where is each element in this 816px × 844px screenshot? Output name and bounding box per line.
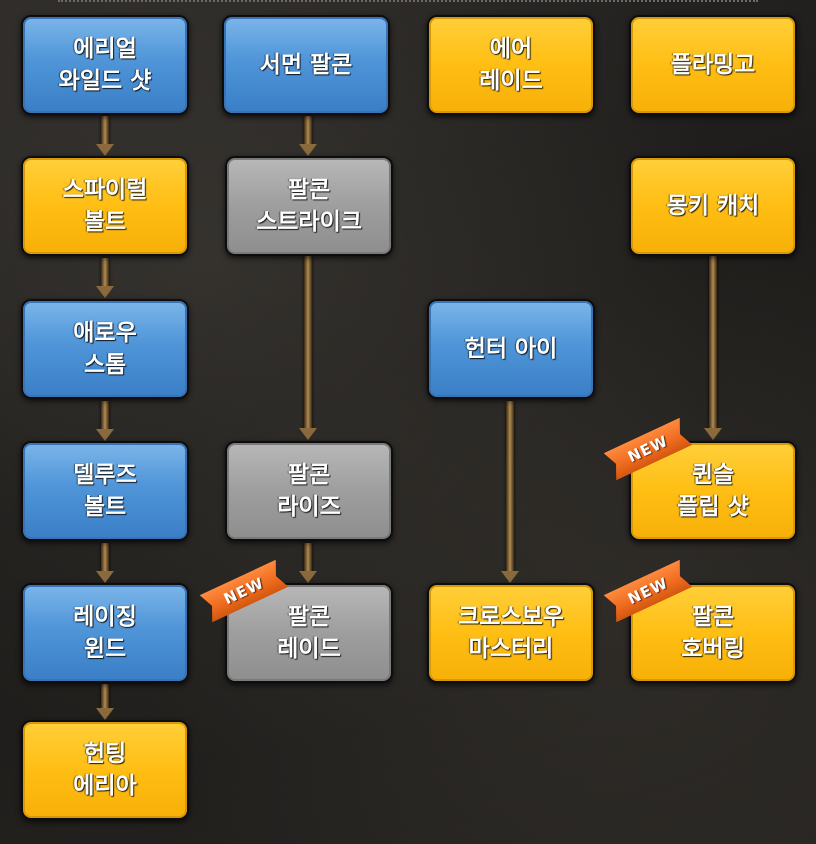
arrow-c1-2-3 bbox=[96, 258, 114, 298]
new-badge: NEW bbox=[600, 420, 696, 480]
skill-node[interactable]: 애로우 스톰 bbox=[21, 299, 189, 399]
skill-node[interactable]: 헌터 아이 bbox=[427, 299, 595, 399]
arrow-c3-2-3 bbox=[501, 401, 519, 583]
skill-node[interactable]: 헌팅 에리아 bbox=[21, 720, 189, 820]
skill-node[interactable]: 팔콘 라이즈 bbox=[225, 441, 393, 541]
arrow-c4-2-3 bbox=[704, 256, 722, 440]
arrow-c1-3-4 bbox=[96, 401, 114, 441]
new-badge-text: NEW bbox=[604, 418, 693, 481]
skill-node[interactable]: 델루즈 볼트 bbox=[21, 441, 189, 541]
arrow-c1-4-5 bbox=[96, 543, 114, 583]
skill-node[interactable]: 플라밍고 bbox=[629, 15, 797, 115]
top-divider bbox=[58, 0, 758, 4]
arrow-c2-3-4 bbox=[299, 543, 317, 583]
new-badge-text: NEW bbox=[200, 560, 289, 623]
skill-node[interactable]: 에리얼 와일드 샷 bbox=[21, 15, 189, 115]
arrow-c1-5-6 bbox=[96, 684, 114, 720]
arrow-c2-1-2 bbox=[299, 116, 317, 156]
arrow-c2-2-3 bbox=[299, 256, 317, 440]
skill-node[interactable]: 스파이럴 볼트 bbox=[21, 156, 189, 256]
arrow-c1-1-2 bbox=[96, 116, 114, 156]
skill-node[interactable]: 서먼 팔콘 bbox=[222, 15, 390, 115]
skill-node[interactable]: 크로스보우 마스터리 bbox=[427, 583, 595, 683]
skill-node[interactable]: 팔콘 호버링 bbox=[629, 583, 797, 683]
skill-node[interactable]: 에어 레이드 bbox=[427, 15, 595, 115]
skill-node[interactable]: 팔콘 스트라이크 bbox=[225, 156, 393, 256]
skill-node[interactable]: 퀸슬 플립 샷 bbox=[629, 441, 797, 541]
skill-node[interactable]: 레이징 윈드 bbox=[21, 583, 189, 683]
new-badge: NEW bbox=[600, 562, 696, 622]
new-badge: NEW bbox=[196, 562, 292, 622]
skill-node[interactable]: 몽키 캐치 bbox=[629, 156, 797, 256]
new-badge-text: NEW bbox=[604, 560, 693, 623]
